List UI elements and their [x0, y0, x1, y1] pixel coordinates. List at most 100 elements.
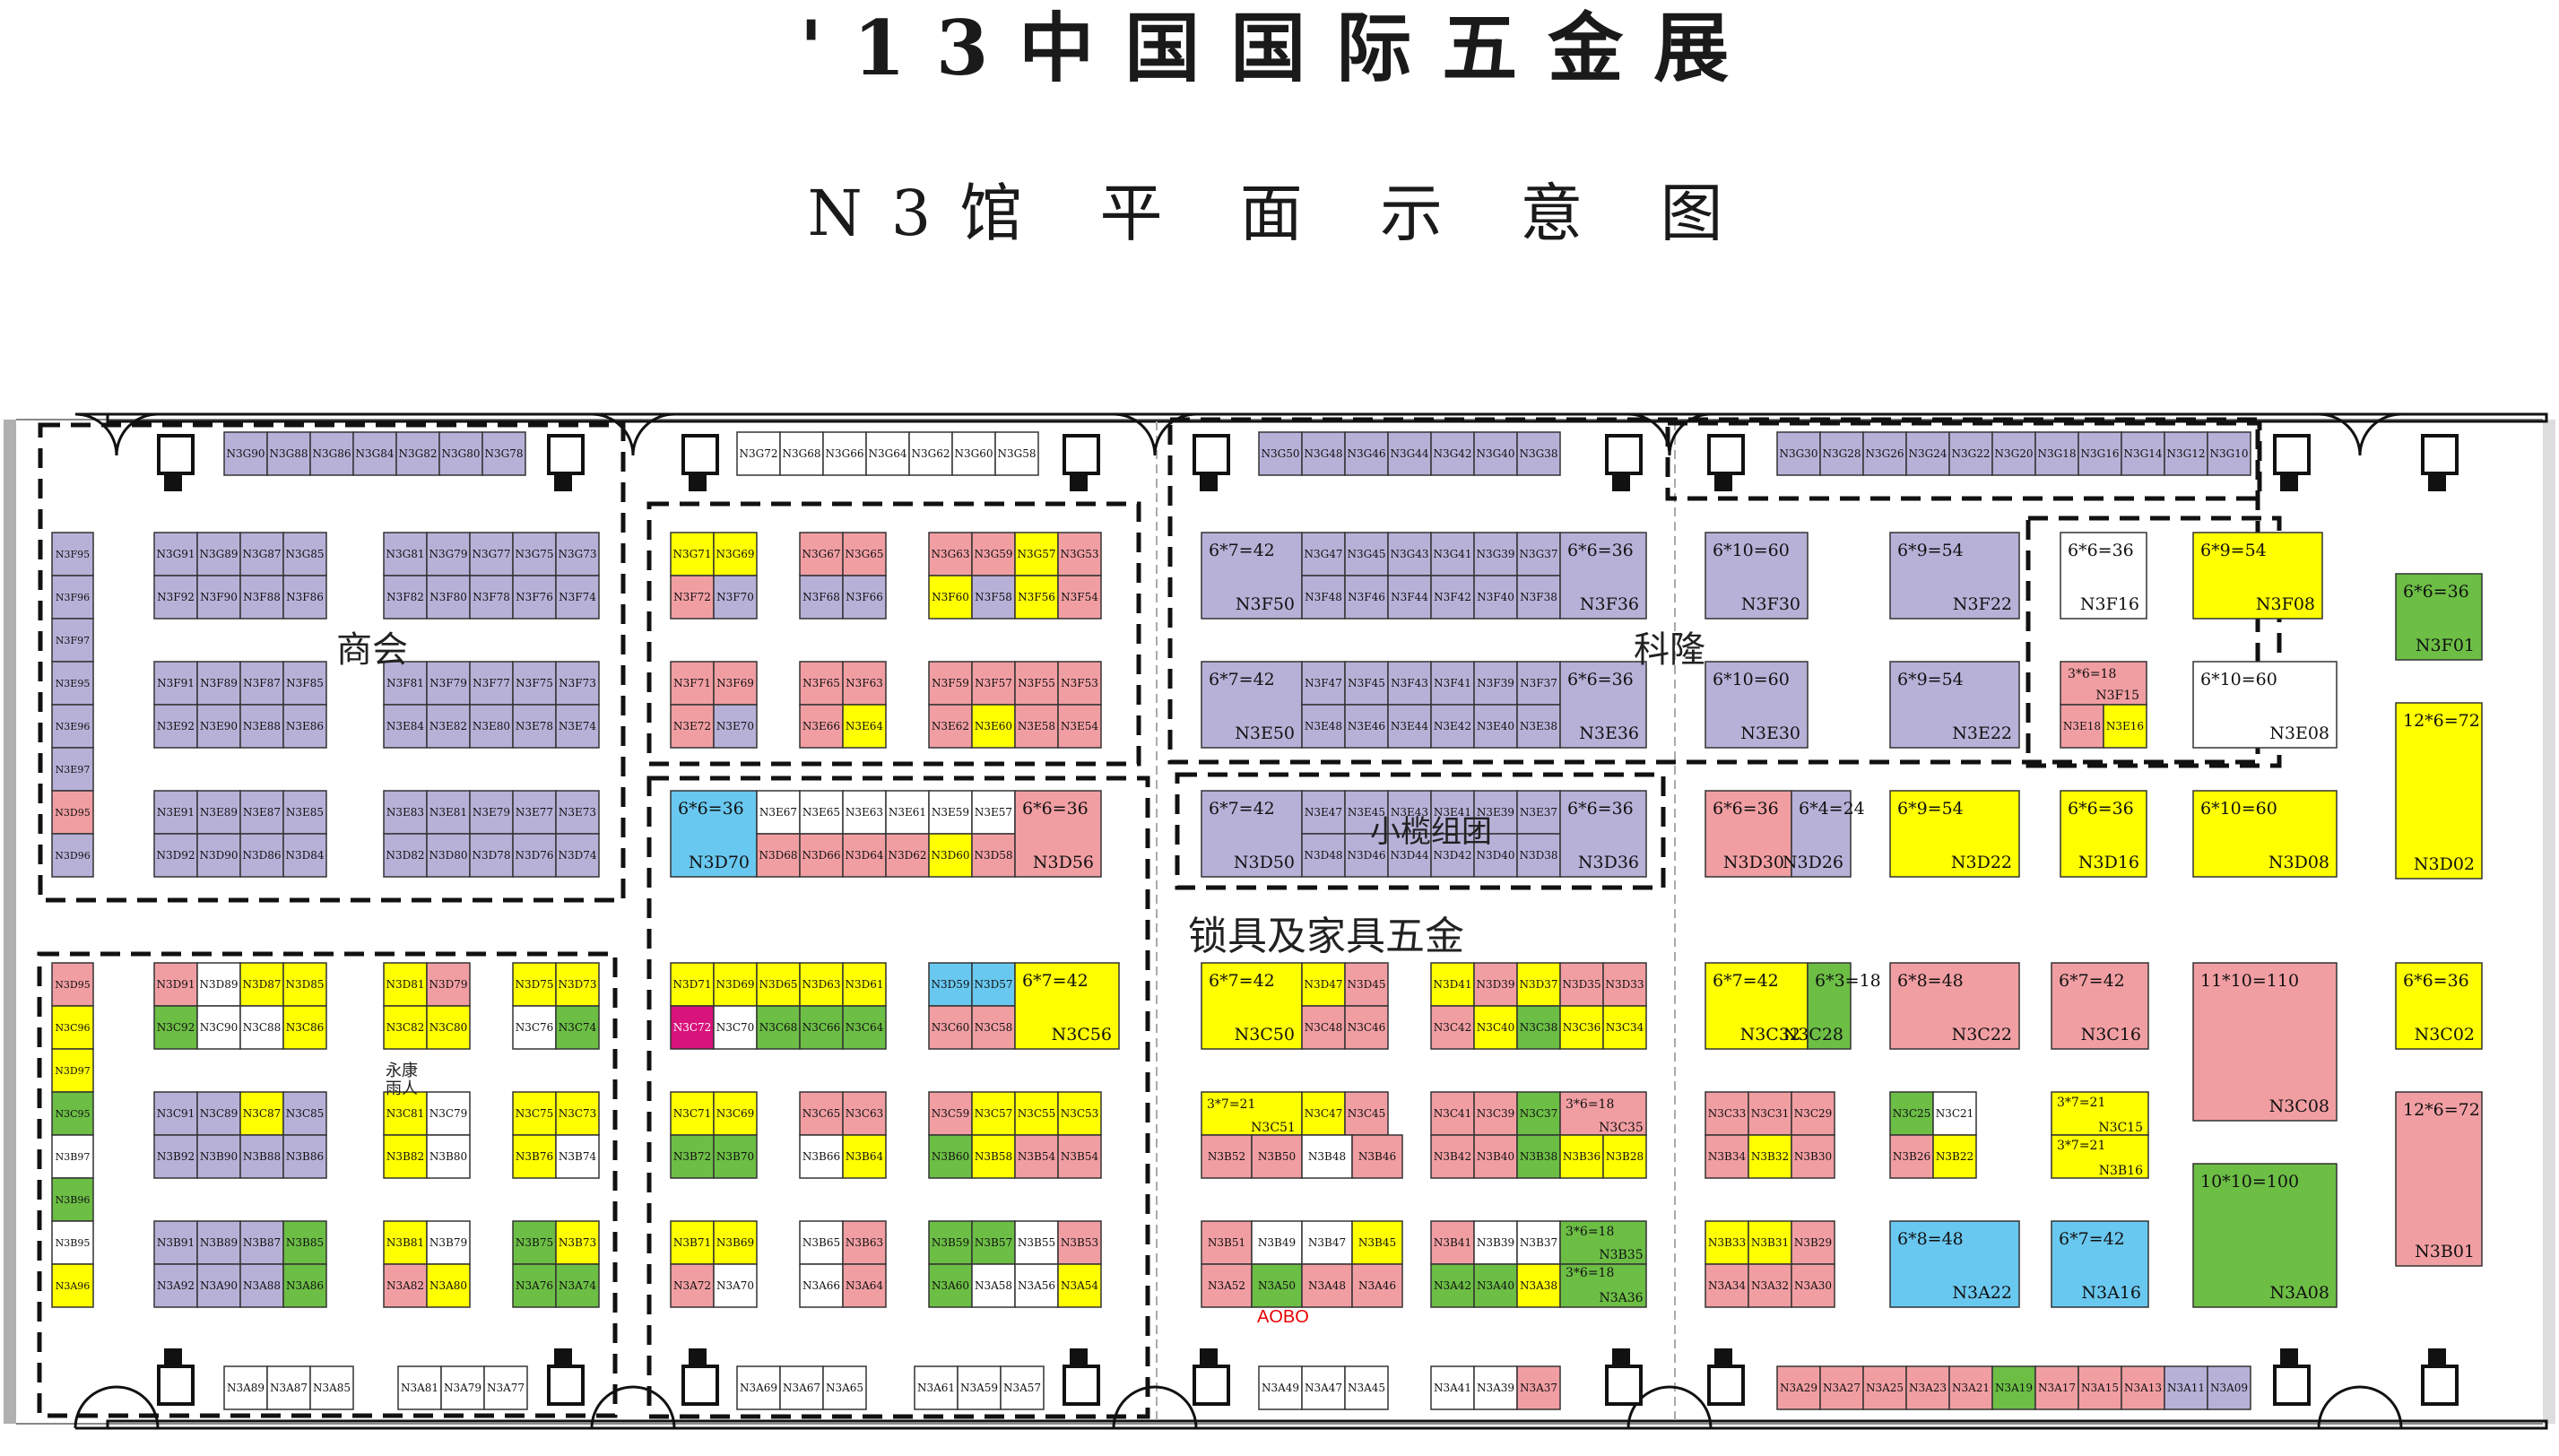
booth-label: N3F82 [386, 591, 424, 603]
booth-N3E57 [971, 790, 1016, 835]
booth-N3D56 [1014, 790, 1102, 878]
booth-N3C42 [1430, 1005, 1475, 1050]
booth-N3D86 [239, 833, 284, 878]
booth-label: N3F63 [846, 677, 883, 689]
booth-N3B65 [799, 1220, 844, 1265]
booth-N3B76 [512, 1134, 557, 1179]
booth-label: N3C55 [1018, 1107, 1056, 1120]
booth-N3E16 [2103, 704, 2147, 749]
booth-size-label: 6*6=36 [1567, 541, 1634, 560]
booth-N3B50 [1251, 1134, 1303, 1179]
booth-N3A48 [1301, 1263, 1353, 1308]
booth-size-label: 6*7=42 [1209, 971, 1275, 991]
booth-label: N3B42 [1434, 1150, 1471, 1163]
booth-label: N3D85 [285, 978, 324, 991]
cabinet-icon [554, 1348, 572, 1366]
booth-label: N3A54 [1061, 1279, 1098, 1292]
cabinet-icon [689, 473, 707, 491]
booth-label: N3B71 [673, 1236, 711, 1249]
booth-label: N3C66 [802, 1021, 841, 1034]
booth-label: N3G10 [2210, 447, 2249, 460]
booth-label: N3A30 [1794, 1279, 1832, 1292]
booth-N3D79 [426, 962, 471, 1007]
zone-label-yuren: 雨人 [386, 1079, 418, 1098]
booth-N3F92 [153, 575, 198, 620]
booth-label: N3G73 [559, 548, 597, 560]
booth-N3G79 [426, 532, 471, 576]
booth-label: N3A15 [2081, 1382, 2119, 1394]
booth-label: N3D38 [1519, 849, 1557, 862]
booth-label: N3C73 [559, 1107, 597, 1120]
booth-label: N3E84 [386, 720, 425, 732]
zone-outline [1665, 420, 2262, 501]
booth-label: N3B55 [1018, 1236, 1055, 1249]
booth-N3C33 [1705, 1091, 1749, 1136]
booth-size-label: 6*6=36 [1567, 799, 1634, 819]
booth-label: N3B92 [157, 1150, 195, 1163]
booth-size-label: 6*4=24 [1799, 799, 1865, 819]
zone-outline [2026, 516, 2282, 768]
booth-N3E92 [153, 704, 198, 749]
booth-label: N3B82 [386, 1150, 424, 1163]
booth-label: N3D62 [888, 849, 926, 862]
booth-label: N3B70 [716, 1150, 754, 1163]
booth-label: N3A76 [516, 1279, 553, 1292]
booth-label: N3B89 [200, 1236, 238, 1249]
booth-label: N3G84 [356, 447, 395, 460]
booth-N3B54 [1014, 1134, 1059, 1179]
booth-label: N3E87 [243, 806, 281, 819]
booth-label: N3G80 [442, 447, 481, 460]
booth-label: N3A65 [826, 1382, 863, 1394]
booth-label: N3G91 [157, 548, 195, 560]
booth-label: N3A39 [1477, 1382, 1514, 1394]
booth-label: N3B73 [559, 1236, 596, 1249]
booth-label: N3F55 [1018, 677, 1055, 689]
booth-N3F65 [799, 661, 844, 706]
booth-label: N3D39 [1476, 978, 1514, 991]
booth-N3C75 [512, 1091, 557, 1136]
booth-label: N3A66 [802, 1279, 840, 1292]
zone-label-xiaolan: 小榄组团 [1370, 814, 1492, 850]
booth-label: N3A69 [740, 1382, 777, 1394]
booth-N3G75 [512, 532, 557, 576]
zone-outline [646, 776, 1150, 1419]
booth-label: N3F22 [1953, 594, 2012, 614]
booth-N3C90 [196, 1005, 241, 1050]
booth-N3B97 [51, 1134, 94, 1179]
booth-N3C38 [1516, 1005, 1561, 1050]
booth-N3E48 [1301, 704, 1346, 749]
booth-N3D44 [1387, 833, 1432, 878]
door-icon [1668, 412, 1712, 456]
booth-N3D68 [756, 833, 801, 878]
booth-label: N3A72 [673, 1279, 711, 1292]
booth-label: N3B26 [1893, 1150, 1930, 1163]
booth-label: N3F79 [429, 677, 467, 689]
door-icon [632, 1385, 676, 1430]
booth-N3E78 [512, 704, 557, 749]
booth-label: N3B57 [975, 1236, 1012, 1249]
booth-label: N3D37 [1519, 978, 1557, 991]
booth-label: N3E54 [1061, 720, 1099, 732]
zone-outline [37, 951, 618, 1418]
booth-label: N3B96 [56, 1194, 91, 1206]
booth-label: N3D47 [1304, 978, 1342, 991]
booth-N3C64 [842, 1005, 887, 1050]
booth-label: N3G72 [740, 447, 778, 460]
booth-N3F74 [555, 575, 600, 620]
booth-label: N3F47 [1305, 677, 1342, 689]
booth-N3D35 [1559, 962, 1604, 1007]
booth-label: N3D81 [386, 978, 424, 991]
cabinet-icon [2428, 1348, 2446, 1366]
booth-N3E77 [512, 790, 557, 835]
booth-label: N3F57 [975, 677, 1012, 689]
booth-label: N3D02 [2414, 854, 2475, 874]
booth-label: N3F90 [200, 591, 238, 603]
cabinet-icon [1612, 473, 1630, 491]
booth-label: N3F97 [56, 635, 90, 646]
booth-N3E86 [282, 704, 327, 749]
booth-label: N3B59 [932, 1236, 969, 1249]
booth-N3E90 [196, 704, 241, 749]
booth-N3F91 [153, 661, 198, 706]
booth-label: N3F69 [716, 677, 754, 689]
booth-label: N3F58 [975, 591, 1012, 603]
